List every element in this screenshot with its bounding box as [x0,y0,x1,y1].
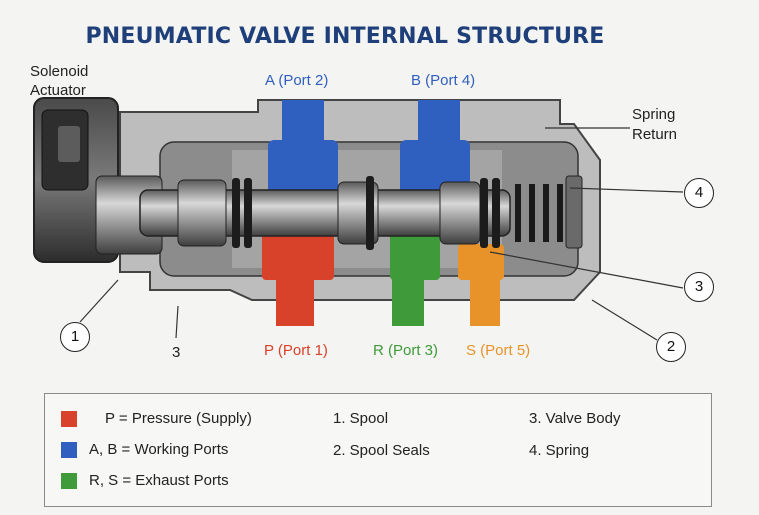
working-swatch [61,442,77,458]
page-title: PNEUMATIC VALVE INTERNAL STRUCTURE [85,24,605,49]
legend-item-4: 4. Spring [529,442,590,459]
port-p-chamber [262,230,334,280]
port-s-channel [470,276,500,326]
port-s-chamber [458,244,504,280]
port-b-label: B (Port 4) [411,72,476,89]
pressure-swatch [61,411,77,427]
seal [480,178,488,248]
solenoid-label-line2: Actuator [30,82,86,99]
seal [244,178,252,248]
callout-4: 4 [684,178,714,208]
port-b-chamber [400,140,470,194]
legend-pressure: P = Pressure (Supply) [105,410,252,427]
spring-cap [565,175,583,249]
legend-item-1: 1. Spool [333,410,389,427]
solenoid-window [58,126,80,162]
port-r-chamber [390,232,440,280]
callout-1: 1 [60,322,90,352]
port-a-chamber [268,140,338,194]
seal [492,178,500,248]
valve-diagram [33,97,684,341]
spring-label-line2: Return [632,126,678,143]
legend-item-3: 3. Valve Body [529,410,621,427]
legend-item-2: 2. Spool Seals [333,442,430,459]
legend-box: P = Pressure (Supply) A, B = Working Por… [44,393,712,507]
legend-exhaust: R, S = Exhaust Ports [89,472,229,489]
port-r-channel [392,276,424,326]
spring [515,184,563,242]
port-r-label: R (Port 3) [373,342,439,359]
spool-land-left [177,179,227,247]
port-p-channel [276,276,314,326]
seal [232,178,240,248]
callout-2: 2 [656,332,686,362]
seal [366,176,374,250]
legend-working: A, B = Working Ports [89,441,229,458]
spool-land-right [439,181,481,245]
callout-3: 3 [684,272,714,302]
port-p-label: P (Port 1) [264,342,328,359]
port-s-label: S (Port 5) [466,342,531,359]
exhaust-swatch [61,473,77,489]
port-a-label: A (Port 2) [265,72,329,89]
spring-label-line1: Spring [632,106,676,123]
callout-body-number: 3 [172,344,181,361]
solenoid-label-line1: Solenoid [30,63,89,80]
